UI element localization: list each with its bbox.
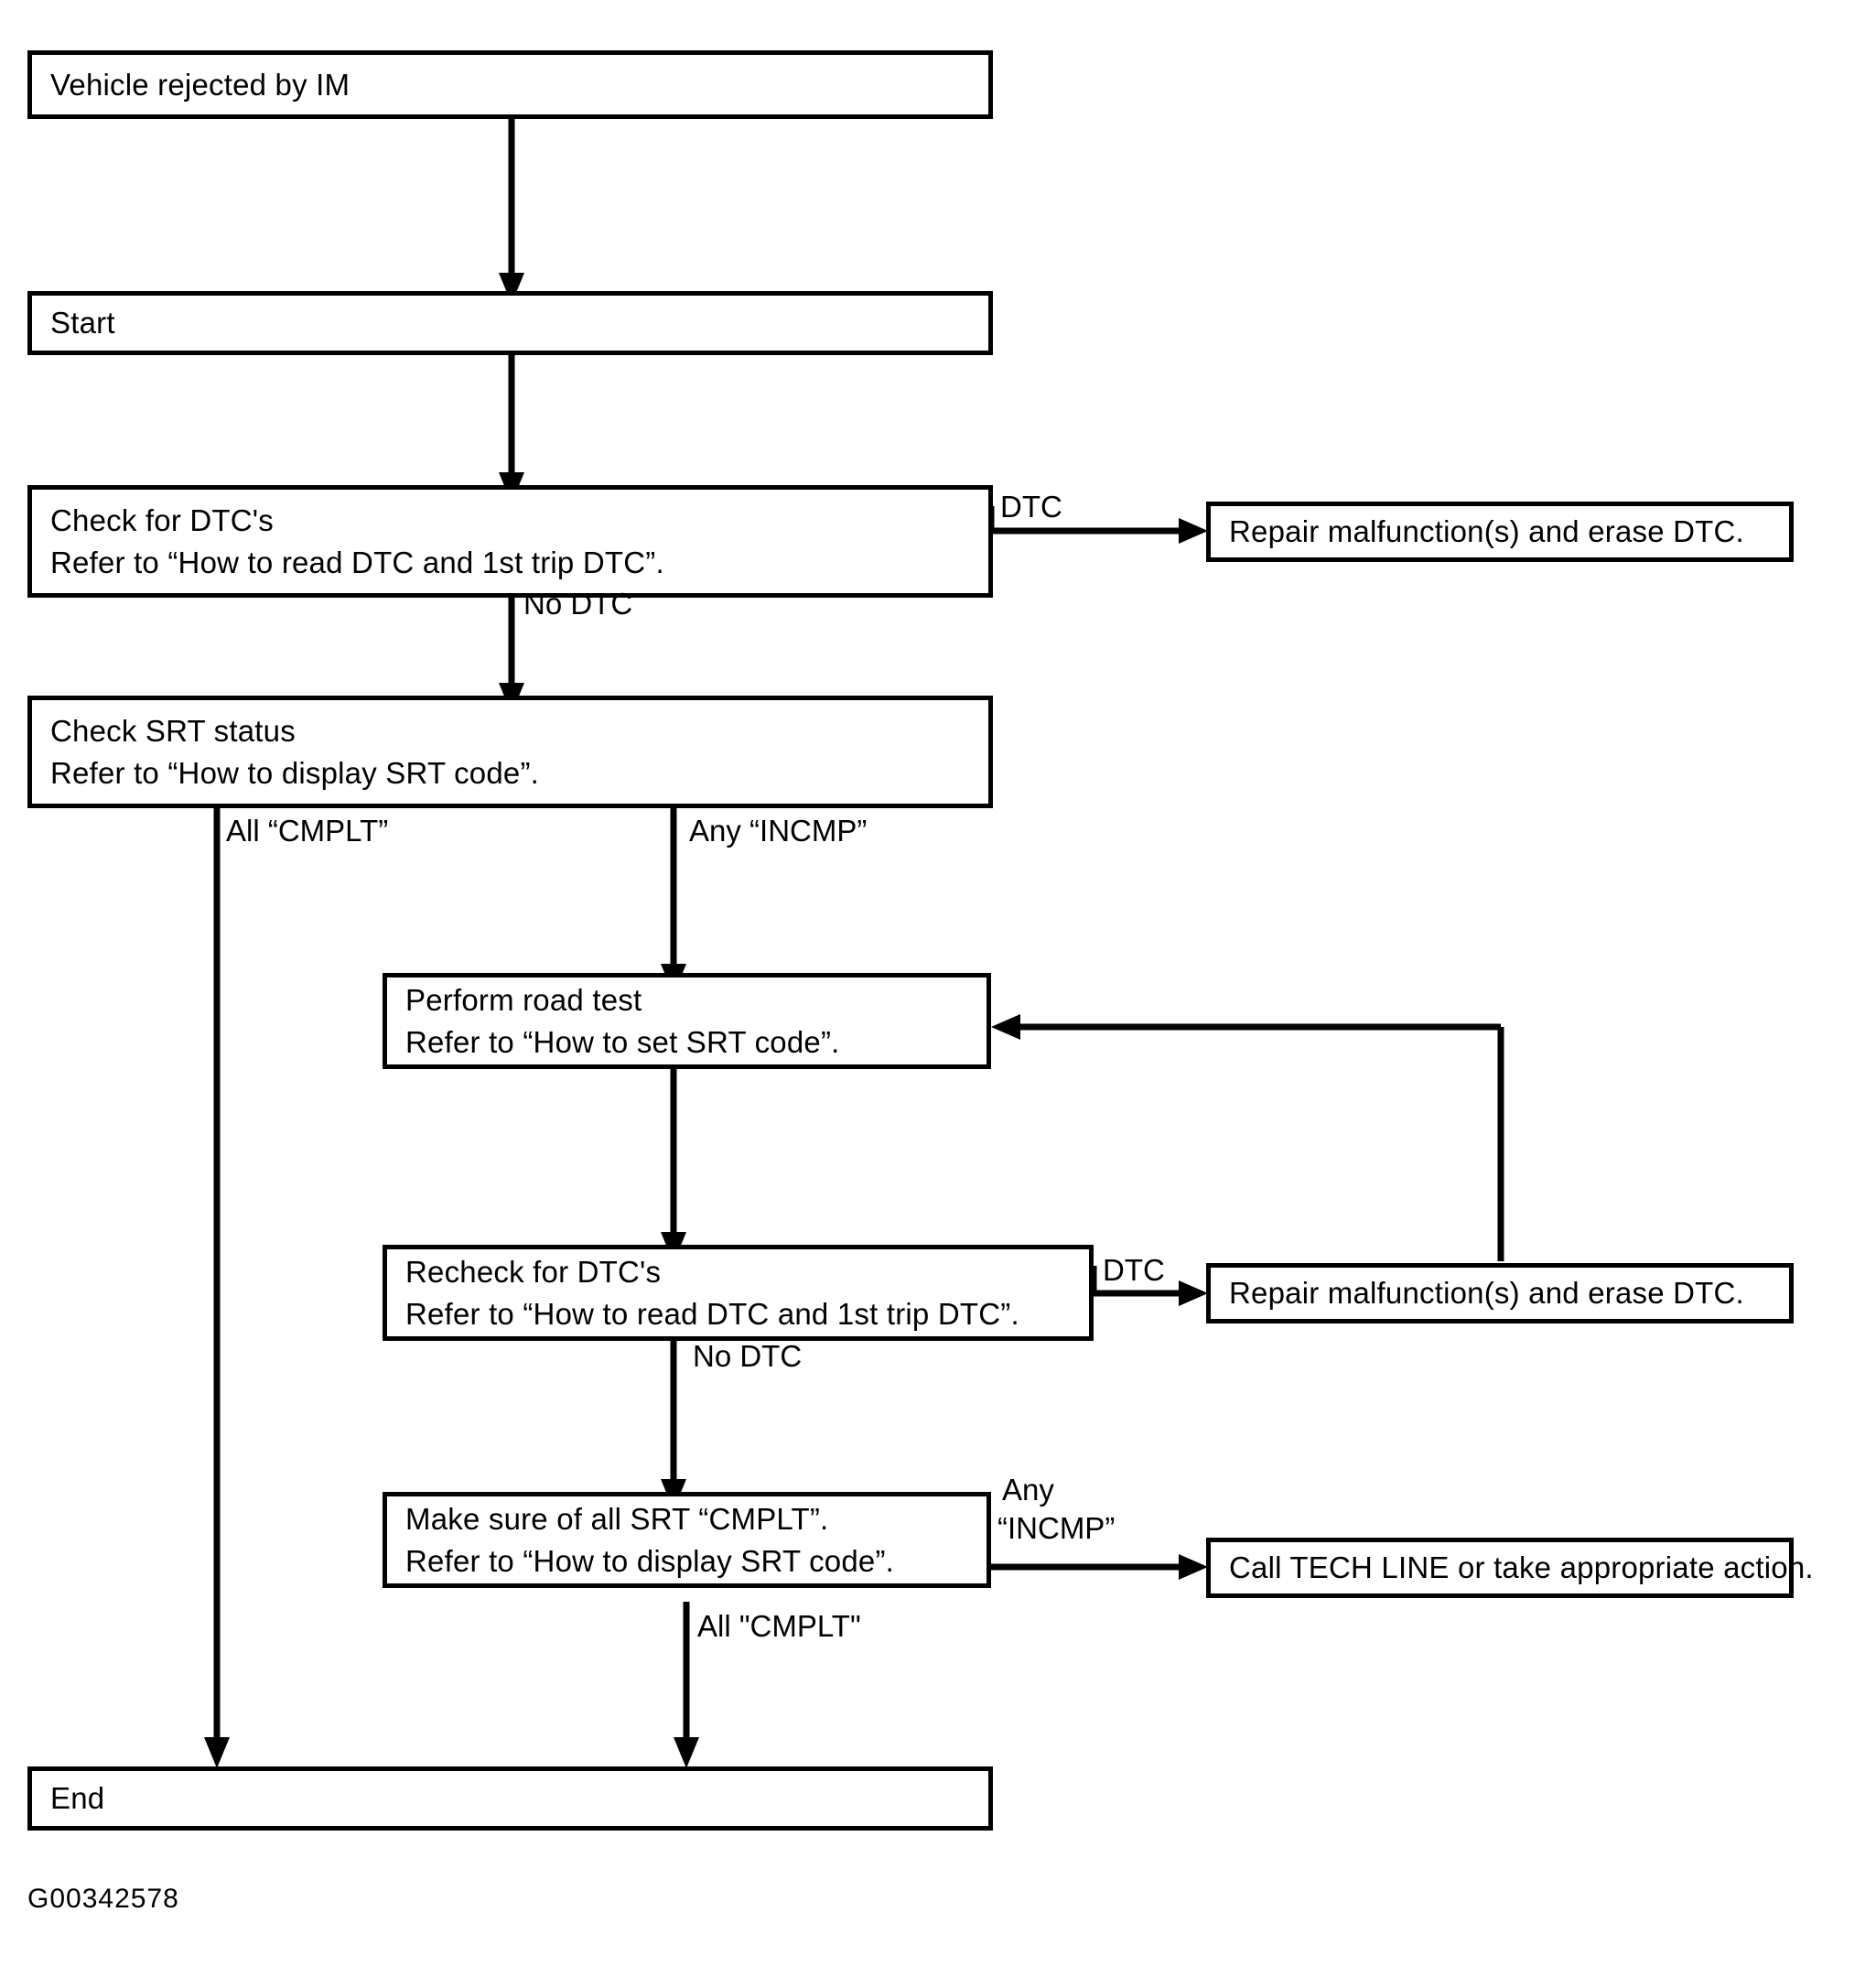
- arrowhead-allcmplt-to-end: [204, 1737, 230, 1768]
- node-end-line1: End: [50, 1781, 105, 1815]
- node-start[interactable]: Start: [27, 291, 993, 355]
- node-perform-road-test-line2: Refer to “How to set SRT code”.: [405, 1024, 840, 1059]
- edge-label-dtc-1: DTC: [1000, 490, 1062, 524]
- node-call-tech-line-line1: Call TECH LINE or take appropriate actio…: [1229, 1550, 1814, 1584]
- arrowhead-checkdtc-to-repair1: [1179, 518, 1208, 544]
- node-end-text: End: [50, 1777, 979, 1820]
- arrowhead-repair2-to-roadtest: [991, 1014, 1020, 1040]
- node-recheck-dtc[interactable]: Recheck for DTC's Refer to “How to read …: [383, 1245, 1094, 1341]
- node-perform-road-test-text: Perform road test Refer to “How to set S…: [405, 979, 977, 1064]
- node-vehicle-rejected-text: Vehicle rejected by IM: [50, 64, 979, 106]
- node-repair-malfunction-1-text: Repair malfunction(s) and erase DTC.: [1229, 511, 1780, 553]
- node-vehicle-rejected[interactable]: Vehicle rejected by IM: [27, 50, 993, 119]
- edge-label-any-incmp-2-line2: “INCMP”: [997, 1511, 1116, 1545]
- node-make-sure-all-srt-cmplt-line1: Make sure of all SRT “CMPLT”.: [405, 1501, 829, 1536]
- node-end[interactable]: End: [27, 1766, 993, 1831]
- node-check-dtc[interactable]: Check for DTC's Refer to “How to read DT…: [27, 485, 993, 598]
- node-repair-malfunction-2-text: Repair malfunction(s) and erase DTC.: [1229, 1272, 1780, 1314]
- node-recheck-dtc-text: Recheck for DTC's Refer to “How to read …: [405, 1251, 1080, 1335]
- node-make-sure-all-srt-cmplt-text: Make sure of all SRT “CMPLT”. Refer to “…: [405, 1498, 977, 1583]
- arrowhead-makesure-to-techline: [1179, 1554, 1208, 1580]
- node-check-dtc-line1: Check for DTC's: [50, 502, 275, 537]
- edge-label-dtc-2: DTC: [1103, 1253, 1165, 1287]
- node-check-dtc-line2: Refer to “How to read DTC and 1st trip D…: [50, 545, 664, 579]
- figure-caption: G00342578: [27, 1884, 179, 1914]
- node-make-sure-all-srt-cmplt-line2: Refer to “How to display SRT code”.: [405, 1543, 895, 1578]
- edge-label-no-dtc-2: No DTC: [693, 1339, 803, 1373]
- node-check-srt-status-text: Check SRT status Refer to “How to displa…: [50, 710, 979, 794]
- node-call-tech-line[interactable]: Call TECH LINE or take appropriate actio…: [1206, 1538, 1814, 1598]
- node-recheck-dtc-line1: Recheck for DTC's: [405, 1254, 662, 1289]
- node-make-sure-all-srt-cmplt[interactable]: Make sure of all SRT “CMPLT”. Refer to “…: [383, 1492, 991, 1588]
- arrowhead-makesure-to-end: [674, 1737, 699, 1768]
- edge-label-all-cmplt-2: All "CMPLT": [697, 1609, 861, 1643]
- node-repair-malfunction-1-line1: Repair malfunction(s) and erase DTC.: [1229, 514, 1744, 548]
- node-check-dtc-text: Check for DTC's Refer to “How to read DT…: [50, 500, 979, 584]
- node-perform-road-test-line1: Perform road test: [405, 982, 642, 1017]
- node-check-srt-status[interactable]: Check SRT status Refer to “How to displa…: [27, 696, 993, 808]
- node-perform-road-test[interactable]: Perform road test Refer to “How to set S…: [383, 973, 991, 1069]
- edge-label-any-incmp-2-line1: Any: [1002, 1473, 1054, 1507]
- edge-label-no-dtc-1: No DTC: [523, 587, 633, 621]
- node-start-text: Start: [50, 302, 979, 344]
- node-repair-malfunction-2[interactable]: Repair malfunction(s) and erase DTC.: [1206, 1263, 1794, 1323]
- node-recheck-dtc-line2: Refer to “How to read DTC and 1st trip D…: [405, 1296, 1019, 1331]
- arrowhead-recheck-to-repair2: [1179, 1280, 1208, 1306]
- edge-label-all-cmplt-1: All “CMPLT”: [226, 814, 389, 848]
- node-start-line1: Start: [50, 306, 115, 340]
- node-repair-malfunction-1[interactable]: Repair malfunction(s) and erase DTC.: [1206, 502, 1794, 562]
- node-check-srt-status-line1: Check SRT status: [50, 713, 296, 748]
- node-repair-malfunction-2-line1: Repair malfunction(s) and erase DTC.: [1229, 1276, 1744, 1310]
- edge-label-any-incmp-1: Any “INCMP”: [689, 814, 868, 848]
- node-call-tech-line-text: Call TECH LINE or take appropriate actio…: [1229, 1547, 1814, 1589]
- node-vehicle-rejected-line1: Vehicle rejected by IM: [50, 67, 350, 102]
- node-check-srt-status-line2: Refer to “How to display SRT code”.: [50, 755, 540, 790]
